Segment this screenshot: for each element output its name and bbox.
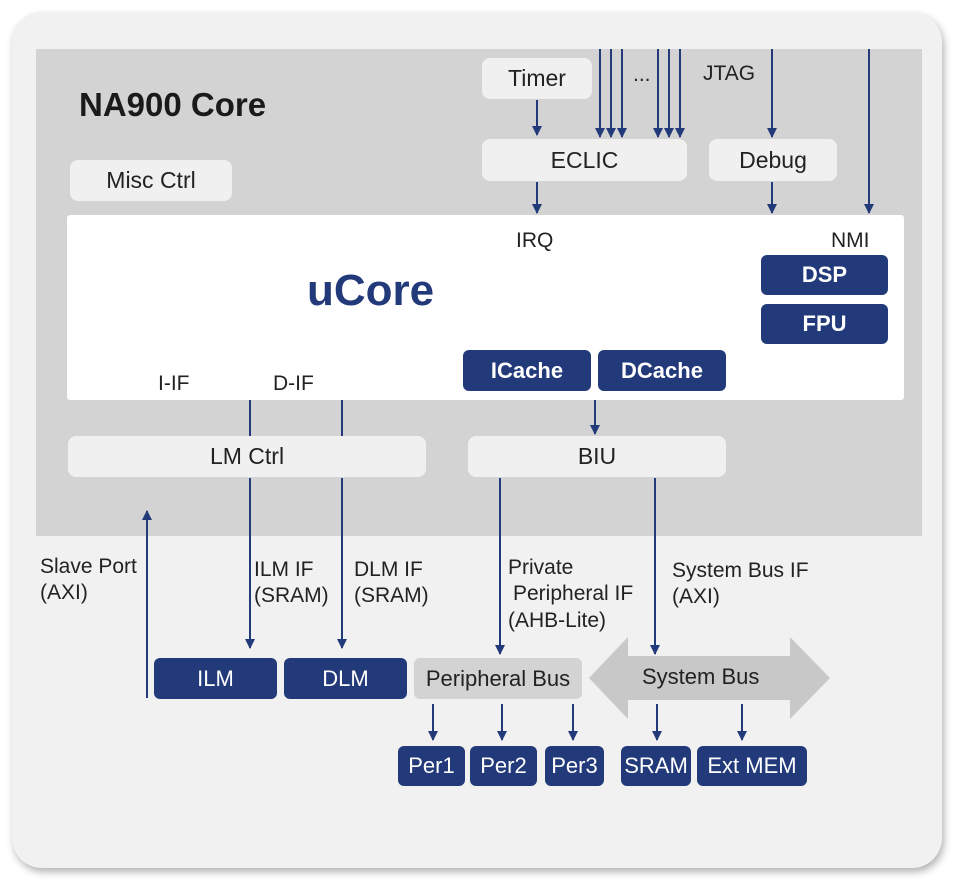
sram-unit: SRAM <box>621 746 691 786</box>
nmi-label: NMI <box>831 229 870 252</box>
dsp-unit: DSP <box>761 255 888 295</box>
biu-block: BIU <box>468 436 726 477</box>
dlm-memory: DLM <box>284 658 407 699</box>
eclic-block: ECLIC <box>482 139 687 181</box>
core-title: NA900 Core <box>79 86 267 123</box>
ilm-if-label: ILM IF(SRAM) <box>254 558 329 608</box>
irq-label: IRQ <box>516 229 554 252</box>
ucore-title: uCore <box>307 266 435 315</box>
dlm-if-label: DLM IF(SRAM) <box>354 558 429 608</box>
dcache-unit: DCache <box>598 350 726 391</box>
timer-block: Timer <box>482 58 592 99</box>
lm-ctrl-block: LM Ctrl <box>68 436 426 477</box>
per3-unit: Per3 <box>545 746 604 786</box>
per1-unit: Per1 <box>398 746 465 786</box>
d-if-label: D-IF <box>273 372 314 395</box>
misc-ctrl-block: Misc Ctrl <box>70 160 232 201</box>
ext-mem-unit: Ext MEM <box>697 746 807 786</box>
system-bus-arrow <box>589 637 830 719</box>
system-bus-if-label: System Bus IF(AXI) <box>672 559 809 609</box>
fpu-unit: FPU <box>761 304 888 344</box>
icache-unit: ICache <box>463 350 591 391</box>
peripheral-bus-block: Peripheral Bus <box>414 658 582 699</box>
jtag-label: JTAG <box>703 62 756 85</box>
slave-port-label: Slave Port(AXI) <box>40 555 137 605</box>
i-if-label: I-IF <box>158 372 190 395</box>
system-bus-label: System Bus <box>642 664 760 689</box>
per2-unit: Per2 <box>470 746 537 786</box>
ilm-memory: ILM <box>154 658 277 699</box>
debug-block: Debug <box>709 139 837 181</box>
irq-sources-ellipsis: ... <box>633 63 651 86</box>
